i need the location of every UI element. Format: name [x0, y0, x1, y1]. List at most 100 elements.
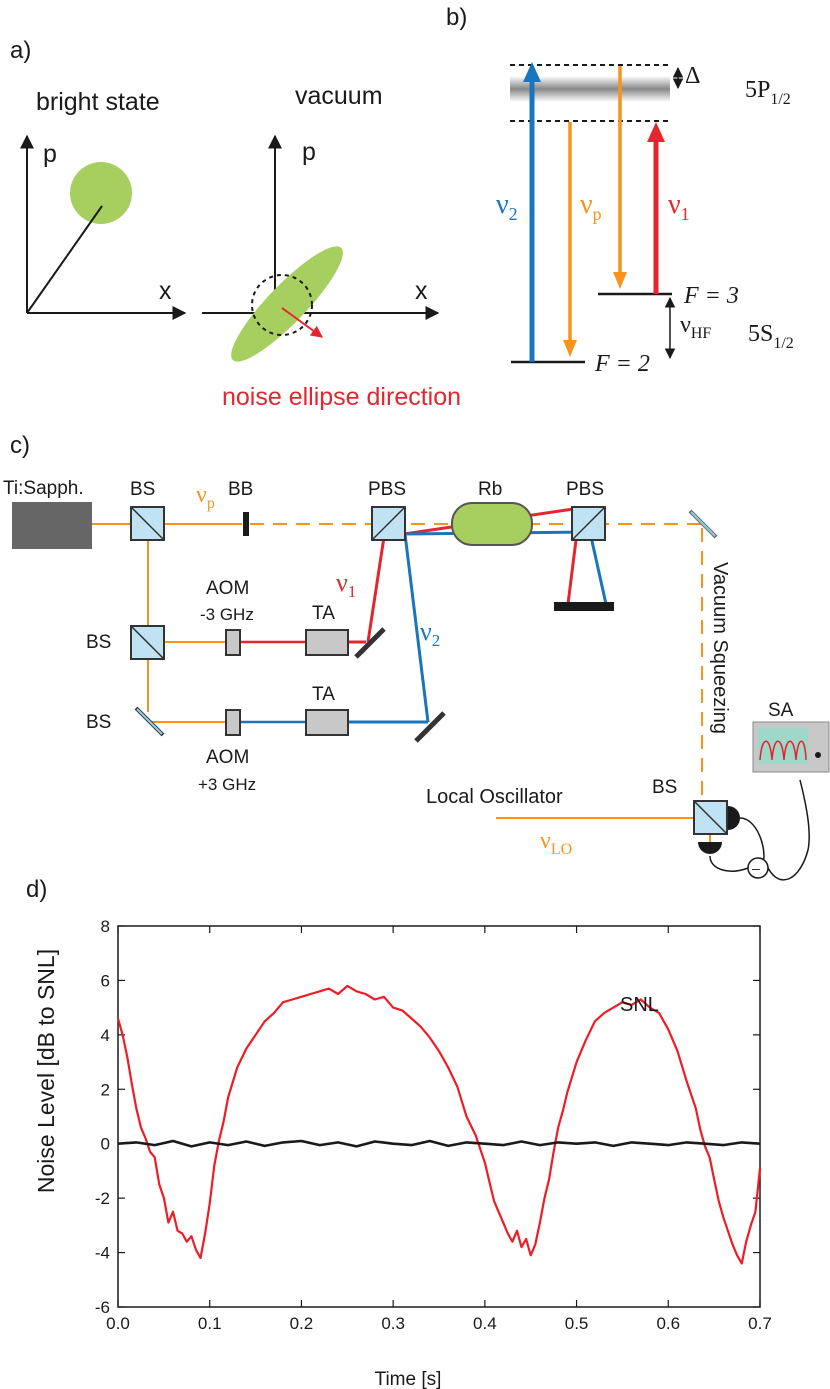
nu1-beam-label: ν1: [336, 568, 356, 601]
pbs-cube-2: [571, 506, 606, 541]
f3-label: F = 3: [683, 283, 739, 309]
ta-1: [305, 629, 349, 656]
ta1-label: TA: [312, 603, 335, 624]
vacuum-p-label: p: [302, 138, 316, 166]
aom2-label: AOM: [206, 747, 249, 768]
bb-label: BB: [228, 479, 253, 500]
panel-a-label: a): [10, 37, 31, 64]
vacuum-squeezing-label: Vacuum Squeezing: [709, 562, 731, 734]
nup-label: νp: [580, 189, 602, 224]
nu1-arrowhead: [647, 122, 665, 142]
bs-mirror-3-fill: [136, 708, 163, 735]
x-tick-label: 0.6: [656, 1314, 680, 1333]
aom1-label: AOM: [206, 578, 249, 599]
x-tick-label: 0.0: [106, 1314, 130, 1333]
bright-state-title: bright state: [36, 88, 160, 116]
noise-trace-line: [116, 984, 762, 1265]
vacuum-noise-circle: [251, 274, 313, 336]
nup-arrowhead-f3: [613, 272, 627, 289]
noise-ellipse-label: noise ellipse direction: [222, 383, 461, 411]
beam-block: [243, 512, 249, 536]
bright-p-label: p: [43, 140, 57, 168]
ti-sapph-laser: [12, 502, 92, 549]
chart-axes: 0.0 0.1 0.2 0.3 0.4 0.5 0.6 0.7 -6 -4 -2 0 2 4 6 8: [95, 917, 772, 1333]
level-5s-label: 5S1/2: [748, 321, 794, 352]
y-tick-label: 6: [101, 971, 110, 990]
squeezed-noise-ellipse: [231, 246, 343, 362]
panel-a: a) bright state vacuum p x p x noise ell…: [10, 37, 461, 411]
mirror-nu1: [354, 627, 386, 659]
y-axis-title: Noise Level [dB to SNL]: [33, 949, 59, 1193]
bs1-label: BS: [130, 479, 155, 500]
y-tick-label: 8: [101, 917, 110, 936]
aom1-freq: -3 GHz: [200, 605, 254, 624]
aom-1: [225, 629, 241, 656]
ta2-label: TA: [312, 684, 335, 705]
bs3-label: BS: [86, 712, 111, 733]
laser-label: Ti:Sapph.: [3, 478, 84, 499]
bs-cube-1: [130, 506, 165, 541]
mirror-squeezing-fill: [690, 511, 716, 537]
f2-label: F = 2: [594, 351, 650, 377]
pbs2-label: PBS: [566, 479, 604, 500]
y-tick-label: -4: [95, 1244, 110, 1263]
y-tick-label: 4: [101, 1026, 110, 1045]
photodetector-right: [728, 806, 740, 830]
y-tick-label: -2: [95, 1189, 110, 1208]
panel-c-label: c): [10, 432, 30, 459]
bs2-label: BS: [86, 632, 111, 653]
nup-arrowhead-down: [563, 340, 577, 357]
spectrum-analyzer-screen: [758, 728, 808, 764]
photodetector-bottom: [698, 842, 722, 854]
coherent-state-vector: [26, 205, 103, 314]
coherent-state-blob: [70, 162, 132, 224]
panel-d: d) 0.0 0.1 0.2 0.3 0.4 0.5 0.6 0.7 -6 -4 -2 0 2 4 6 8 T…: [26, 876, 772, 1389]
nu2-beam-label: ν2: [420, 617, 440, 650]
y-tick-label: 2: [101, 1080, 110, 1099]
x-tick-label: 0.1: [198, 1314, 222, 1333]
nu2-beam-path: [403, 530, 608, 723]
local-oscillator-label: Local Oscillator: [426, 786, 563, 808]
subtractor-sign: –: [752, 860, 760, 876]
beam-dump: [554, 602, 614, 611]
rb-vapor-cell: [451, 502, 533, 546]
vacuum-title: vacuum: [295, 82, 383, 110]
panel-d-label: d): [26, 876, 47, 903]
spectrum-analyzer-trace: [759, 740, 807, 761]
detuning-label: Δ: [685, 63, 700, 89]
aom-2: [225, 709, 241, 736]
subtractor: [747, 857, 769, 879]
x-tick-label: 0.3: [381, 1314, 405, 1333]
snl-series-label: SNL: [620, 994, 659, 1016]
y-tick-label: -6: [95, 1298, 110, 1317]
aom2-freq: +3 GHz: [198, 775, 256, 794]
bs4-label: BS: [652, 777, 677, 798]
panel-b: b) Δ 5P1/2 F = 3 F = 2 νHF 5S1/2 ν2 νp ν…: [446, 4, 794, 377]
noise-direction-arrow: [281, 307, 323, 338]
bs-cube-4: [693, 800, 728, 835]
x-tick-label: 0.7: [748, 1314, 772, 1333]
x-tick-label: 0.5: [565, 1314, 589, 1333]
y-tick-label: 0: [101, 1135, 110, 1154]
nu1-label: ν1: [668, 189, 690, 224]
vacuum-x-label: x: [415, 277, 428, 305]
plot-frame: [117, 925, 761, 1308]
nup-beam-label: νp: [196, 482, 215, 512]
sa-label: SA: [768, 700, 794, 721]
ta-2: [305, 709, 349, 736]
level-5p-label: 5P1/2: [745, 77, 791, 108]
x-tick-label: 0.4: [473, 1314, 497, 1333]
nulo-beam-label: νLO: [540, 828, 572, 858]
chart-lines: [116, 984, 762, 1265]
panel-c: c) Ti:Sapph.: [3, 432, 830, 881]
x-tick-label: 0.2: [290, 1314, 314, 1333]
nu2-label: ν2: [496, 189, 518, 224]
panel-b-label: b): [446, 4, 467, 31]
spectrum-analyzer-knob: [815, 752, 821, 758]
x-axis-title: Time [s]: [375, 1369, 442, 1389]
bright-x-label: x: [159, 277, 172, 305]
rb-label: Rb: [478, 479, 502, 500]
pbs1-label: PBS: [368, 479, 406, 500]
bs-cube-2: [130, 625, 165, 660]
